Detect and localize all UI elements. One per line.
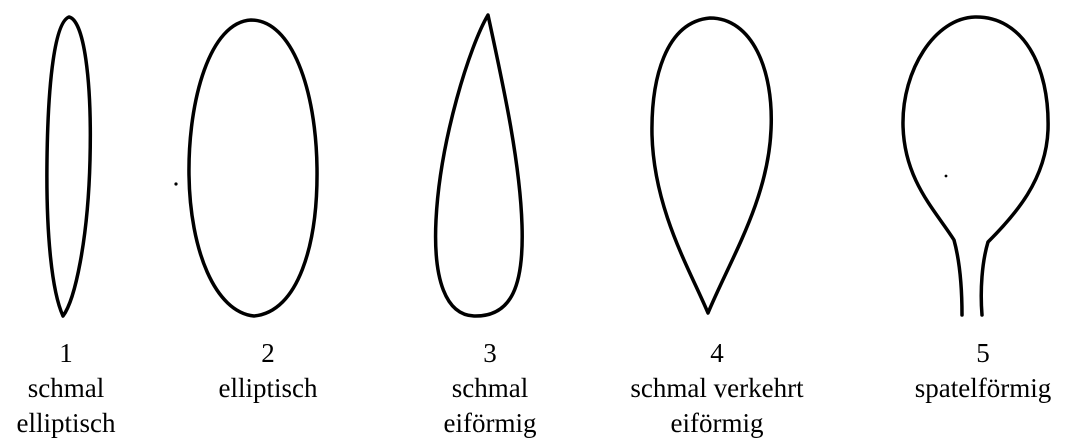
stray-dot [174,182,178,186]
shape-name-line: spatelförmig [915,373,1051,403]
label-group-5: 5 spatelförmig [915,338,1051,403]
shape-name-line: schmal verkehrt [630,373,804,403]
shape-number: 2 [261,338,275,368]
label-group-2: 2 elliptisch [219,338,318,403]
shape-number: 3 [483,338,497,368]
leaf-outline-narrow-obovate [650,16,774,315]
leaf-outline-narrow-ovate [433,13,524,318]
label-group-1: 1 schmal elliptisch [17,338,116,438]
leaf-outline-narrow-elliptic [45,15,93,318]
shape-name-line: elliptisch [17,408,116,438]
shape-name-line: elliptisch [219,373,318,403]
shape-number: 5 [976,338,990,368]
stray-dot [944,174,948,178]
leaf-outline-elliptic [187,18,319,318]
label-group-3: 3 schmal eiförmig [444,338,537,438]
shape-name-line: schmal [452,373,528,403]
leaf-outline-spatulate [901,15,1050,317]
label-group-4: 4 schmal verkehrt eiförmig [630,338,804,438]
shape-name-line: eiförmig [444,408,537,438]
shape-number: 1 [59,338,73,368]
shape-name-line: schmal [28,373,104,403]
shape-name-line: eiförmig [671,408,764,438]
shape-number: 4 [710,338,724,368]
